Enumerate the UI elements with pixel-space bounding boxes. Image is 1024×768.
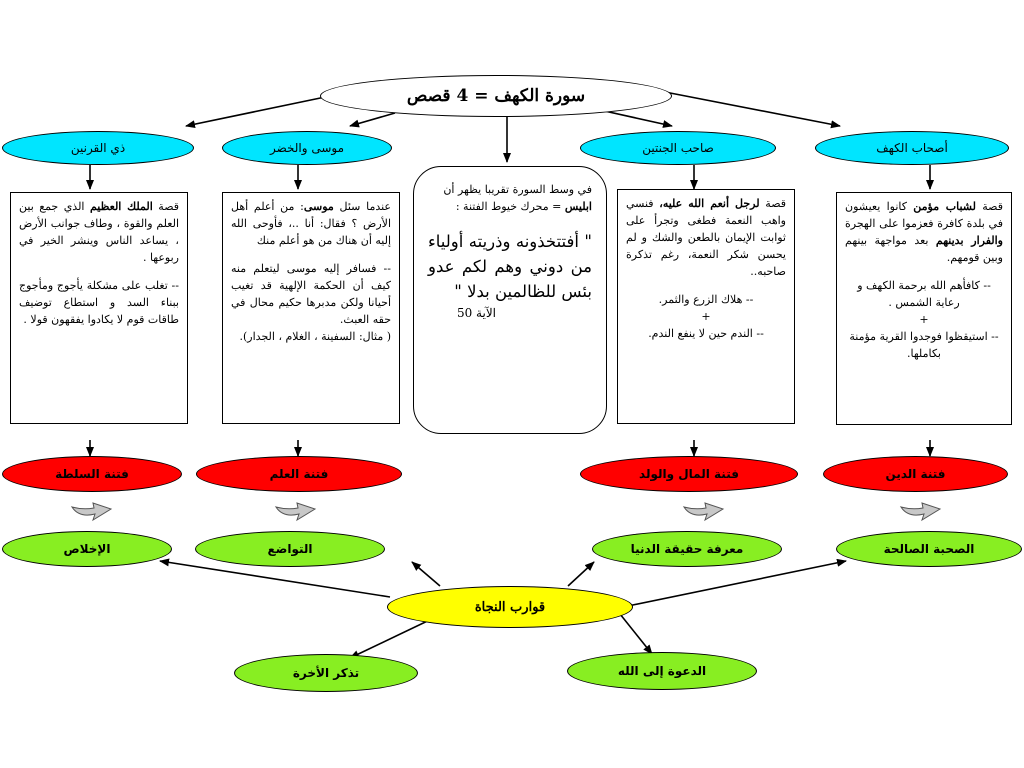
lifeboats-of-salvation: قوارب النجاة bbox=[387, 586, 633, 628]
story-musa-khidr: موسى والخضر bbox=[222, 131, 392, 165]
extra-remember-hereafter: تذكر الأخرة bbox=[234, 654, 418, 692]
curved-arrow-icon bbox=[899, 502, 942, 522]
curved-arrow-icon bbox=[70, 502, 113, 522]
remedy-knowing-worldly-life: معرفة حقيقة الدنيا bbox=[592, 531, 782, 567]
box-paragraph: ( مثال: السفينة ، الغلام ، الجدار). bbox=[239, 330, 391, 343]
iblis-label: ابليس bbox=[564, 200, 592, 213]
story-dhulqarnain: ذي القرنين bbox=[2, 131, 194, 165]
center-text: في وسط السورة تقريبا يظهر أن bbox=[443, 183, 592, 196]
story-box-musa: عندما سئل موسى: من أعلم أهل الأرض ؟ فقال… bbox=[222, 192, 400, 424]
trial-authority: فتنة السلطة bbox=[2, 456, 182, 492]
story-sahib-aljannatain: صاحب الجنتين bbox=[580, 131, 776, 165]
box-line: + bbox=[701, 310, 711, 323]
curved-arrow-icon bbox=[274, 502, 317, 522]
box-text: : من أعلم أهل الأرض ؟ فقال: أنا ..، فأوح… bbox=[231, 200, 391, 247]
box-text: قصة bbox=[152, 200, 179, 213]
trial-wealth-children: فتنة المال والولد bbox=[580, 456, 798, 492]
box-line: -- الندم حين لا ينفع الندم. bbox=[648, 327, 764, 340]
quran-verse: " أفتتخذونه وذريته أولياء من دوني وهم لك… bbox=[428, 232, 592, 301]
box-line: -- كافأهم الله برحمة الكهف و رعاية الشمس… bbox=[857, 279, 991, 309]
extra-dawah: الدعوة إلى الله bbox=[567, 652, 757, 690]
trial-religion: فتنة الدين bbox=[823, 456, 1008, 492]
box-text: قصة bbox=[759, 197, 786, 210]
box-highlight: لرجل أنعم الله عليه، bbox=[659, 197, 760, 210]
center-text: = محرك خيوط الفتنة : bbox=[455, 200, 565, 213]
surah-title: سورة الكهف = 4 قصص bbox=[320, 75, 672, 117]
box-text: فنسي واهب النعمة فطغى وتجرأ على ثوابت ال… bbox=[626, 197, 786, 278]
box-paragraph: -- تغلب على مشكلة يأجوج ومأجوج ببناء الس… bbox=[19, 279, 179, 326]
remedy-sincerity: الإخلاص bbox=[2, 531, 172, 567]
story-box-kahf: قصة لشباب مؤمن كانوا يعيشون في بلدة كافر… bbox=[836, 192, 1012, 425]
remedy-humility: التواضع bbox=[195, 531, 385, 567]
box-highlight: الملك العظيم bbox=[89, 200, 153, 213]
story-ashab-alkahf: أصحاب الكهف bbox=[815, 131, 1009, 165]
box-text: الذي جمع بين العلم والقوة ، وطاف جوانب ا… bbox=[19, 200, 179, 264]
box-text: عندما سئل bbox=[333, 200, 392, 213]
iblis-center-box: في وسط السورة تقريبا يظهر أن ابليس = محر… bbox=[413, 166, 607, 434]
box-text: كانوا يعيشون في بلدة كافرة فعزموا على ال… bbox=[845, 200, 1003, 230]
box-text: بعد مواجهة بينهم وبين قومهم. bbox=[845, 234, 1003, 264]
trial-knowledge: فتنة العلم bbox=[196, 456, 402, 492]
box-line: -- استيقظوا فوجدوا القرية مؤمنة بكاملها. bbox=[849, 330, 999, 360]
box-line: + bbox=[919, 313, 929, 326]
box-highlight: والفرار بدينهم bbox=[935, 234, 1003, 247]
box-highlight: لشباب مؤمن bbox=[913, 200, 976, 213]
ayah-number: الآية 50 bbox=[456, 306, 496, 320]
box-highlight: موسى bbox=[303, 200, 334, 213]
box-line: -- هلاك الزرع والثمر. bbox=[658, 293, 754, 306]
story-box-jannatain: قصة لرجل أنعم الله عليه، فنسي واهب النعم… bbox=[617, 189, 795, 424]
story-box-dhulqarnain: قصة الملك العظيم الذي جمع بين العلم والق… bbox=[10, 192, 188, 424]
curved-arrow-icon bbox=[682, 502, 725, 522]
box-paragraph: -- فسافر إليه موسى ليتعلم منه كيف أن الح… bbox=[231, 262, 391, 326]
remedy-righteous-company: الصحبة الصالحة bbox=[836, 531, 1022, 567]
box-text: قصة bbox=[975, 200, 1003, 213]
